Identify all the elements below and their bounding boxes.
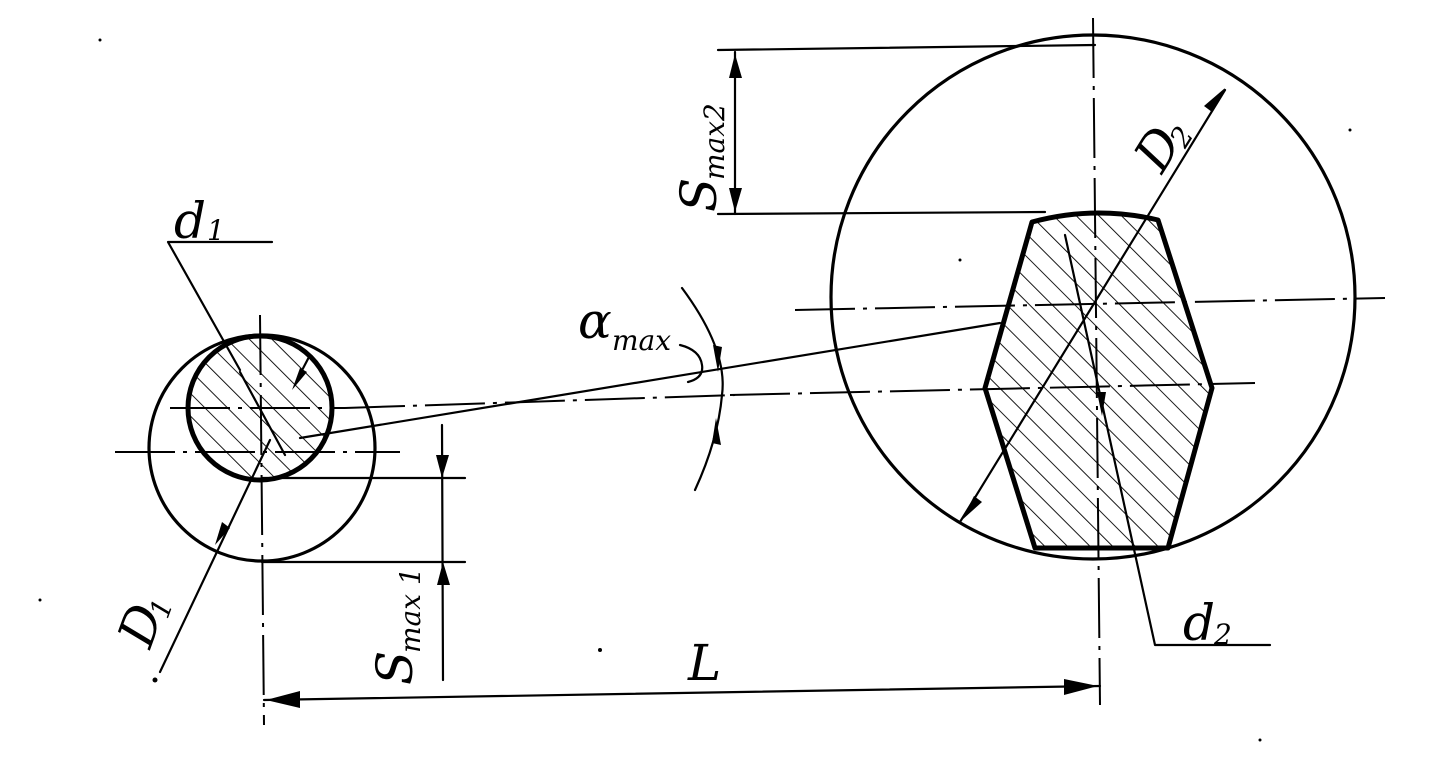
- label-smax2: S max2: [670, 103, 731, 212]
- d1-leader: [166, 240, 274, 372]
- right-horizontal-axis-lower: [729, 382, 1256, 396]
- dimension-L: [262, 679, 1102, 708]
- svg-text:S: S: [366, 651, 424, 685]
- label-D1: D 1: [106, 594, 180, 655]
- left-assembly: [115, 240, 400, 726]
- svg-text:2: 2: [1213, 618, 1232, 651]
- angle-alpha-max: [678, 286, 724, 492]
- label-smax1: S max 1: [366, 567, 427, 685]
- label-d1: d 1: [174, 192, 225, 250]
- svg-text:d: d: [174, 192, 206, 250]
- svg-text:S: S: [670, 178, 728, 212]
- svg-text:D: D: [1122, 117, 1193, 183]
- d2-leader: [1063, 233, 1272, 647]
- label-d2: d 2: [1183, 594, 1232, 652]
- label-alpha-max: α max: [578, 292, 671, 357]
- scan-noise: [38, 38, 1352, 742]
- label-D2: D 2: [1122, 117, 1200, 183]
- right-assembly: [729, 17, 1386, 706]
- svg-text:α: α: [578, 292, 612, 350]
- svg-text:max 1: max 1: [394, 567, 427, 653]
- dimension-smax1: [260, 423, 467, 682]
- svg-text:1: 1: [207, 214, 225, 247]
- label-L: L: [687, 634, 721, 692]
- svg-text:d: d: [1183, 594, 1215, 652]
- hexagonal-shaft-d2: [982, 210, 1215, 551]
- svg-text:max: max: [612, 324, 671, 357]
- left-vertical-axis: [259, 314, 265, 726]
- D2-leader: [958, 88, 1227, 524]
- alignment-lines: [298, 321, 1002, 440]
- svg-text:max2: max2: [698, 103, 731, 180]
- right-vertical-axis: [1092, 17, 1101, 706]
- dimension-smax2: [716, 43, 1097, 216]
- D1-leader: [158, 438, 272, 674]
- right-horizontal-axis-upper: [794, 297, 1386, 311]
- svg-text:L: L: [687, 634, 721, 692]
